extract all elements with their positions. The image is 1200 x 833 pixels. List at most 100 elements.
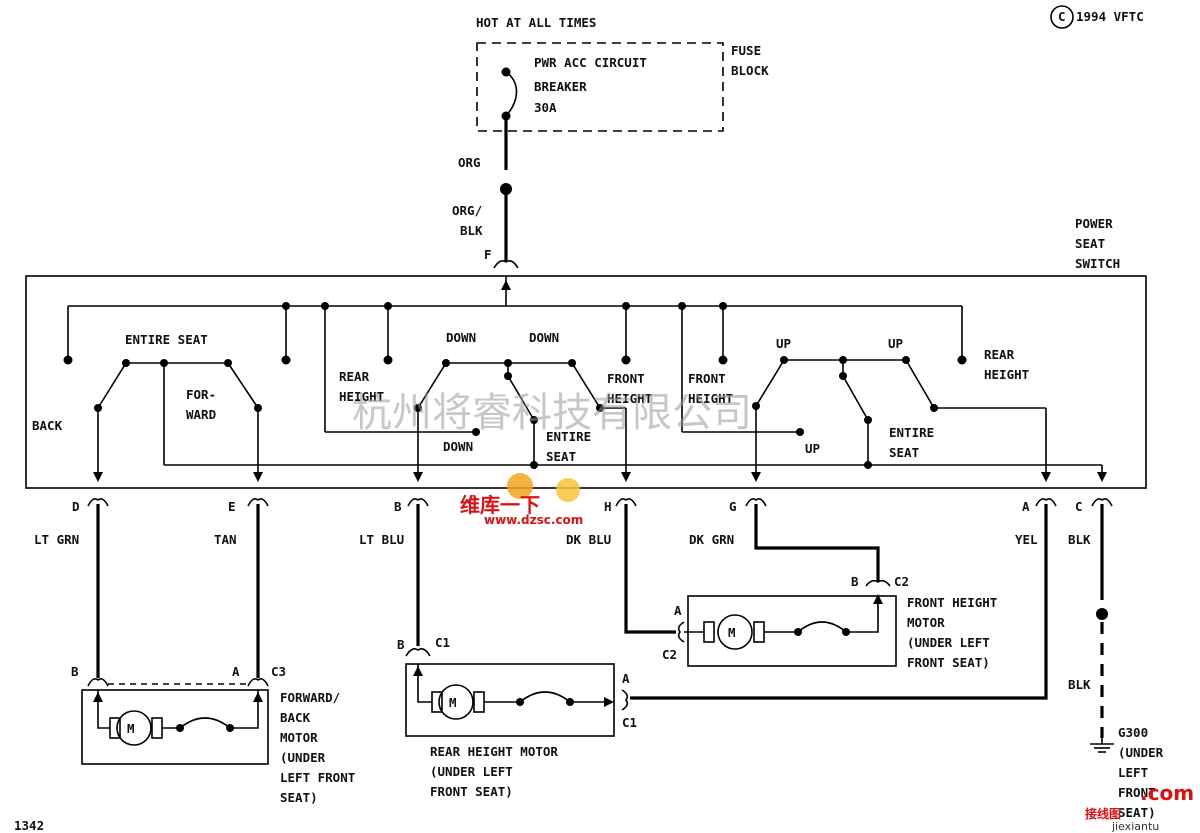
company-watermark: 杭州将睿科技有限公司 [352, 390, 752, 436]
dzsc-cn-label: 维库一下 [460, 493, 540, 517]
rear-motor-conn-c1-top: C1 [435, 635, 450, 650]
up-label-1: UP [776, 336, 791, 351]
wire-dk-grn [754, 504, 880, 582]
copyright-label: 1994 VFTC [1076, 9, 1144, 24]
forward-back-motor [81, 678, 269, 765]
fuse-block-outline [476, 42, 724, 132]
fb-motor-label-6: SEAT) [280, 790, 318, 805]
dzsc-url-label: www.dzsc.com [484, 513, 583, 527]
front-motor-label-3: (UNDER LEFT [907, 635, 990, 650]
rear-height-label-1: REAR [339, 369, 370, 384]
down-label-1: DOWN [446, 330, 476, 345]
front-motor-pin-a: A [674, 603, 682, 618]
pin-d-label: D [72, 499, 80, 514]
fb-motor-label-5: LEFT FRONT [280, 770, 355, 785]
fb-motor-label-2: BACK [280, 710, 311, 725]
ground-label-1: (UNDER [1118, 745, 1164, 760]
fb-motor-pin-a: A [232, 664, 240, 679]
front-height2-label-2: HEIGHT [688, 391, 733, 406]
bus-drops [63, 302, 967, 436]
pin-h-label: H [604, 499, 612, 514]
down-label-2: DOWN [529, 330, 559, 345]
wire-orgblk-label-1: ORG/ [452, 203, 482, 218]
jiexiantu-url-label: jiexiantu [1111, 820, 1159, 833]
fb-motor-label-1: FORWARD/ [280, 690, 340, 705]
rear-height-motor [405, 648, 629, 737]
rear-motor-label-1: REAR HEIGHT MOTOR [430, 744, 558, 759]
ground-label-4: SEAT) [1118, 805, 1156, 820]
switch-title-1: POWER [1075, 216, 1113, 231]
jiexiantu-dom-label: .com [1140, 781, 1194, 805]
front-motor-conn-c2-left: C2 [662, 647, 677, 662]
forward-label-1: FOR- [186, 387, 216, 402]
wire-yel [630, 504, 1048, 700]
breaker-label-2: BREAKER [534, 79, 587, 94]
switch-title-2: SEAT [1075, 236, 1105, 251]
pin-e-label: E [228, 499, 236, 514]
wire-dk-grn-label: DK GRN [689, 532, 734, 547]
rear-height2-label-1: REAR [984, 347, 1015, 362]
fuse-block-label-1: FUSE [731, 43, 761, 58]
entire-seat2-label-2: SEAT [889, 445, 919, 460]
front-height-up-switch [751, 356, 1051, 482]
front-height2-label-1: FRONT [688, 371, 726, 386]
front-motor-pin-b: B [851, 574, 859, 589]
fb-motor-conn-c3: C3 [271, 664, 286, 679]
pin-f-label: F [484, 247, 492, 262]
rear-motor-label-2: (UNDER LEFT [430, 764, 513, 779]
wire-blk2-label: BLK [1068, 677, 1091, 692]
up-label-3: UP [805, 441, 820, 456]
entire-label-1: ENTIRE [546, 429, 591, 444]
jiexiantu-watermark: 接线图 .com jiexiantu [1085, 781, 1194, 833]
wire-org-label: ORG [458, 155, 481, 170]
copyright-circle [1050, 5, 1074, 29]
splice-dot-blk [1096, 608, 1108, 620]
wire-yel-label: YEL [1015, 532, 1038, 547]
wire-lt-grn-label: LT GRN [34, 532, 79, 547]
up-label-2: UP [888, 336, 903, 351]
front-height-label-2: HEIGHT [607, 391, 652, 406]
power-seat-switch-outline [25, 275, 1147, 489]
front-height-motor [677, 579, 897, 667]
connector-f [493, 260, 519, 269]
copyright-mark: C [1058, 9, 1066, 24]
rear-motor-pin-a: A [622, 671, 630, 686]
wire-lt-blu-label: LT BLU [359, 532, 404, 547]
wire-dk-blu-label: DK BLU [566, 532, 611, 547]
rear-height-label-2: HEIGHT [339, 389, 384, 404]
rear-height-down-switch [413, 359, 631, 482]
switch-title-3: SWITCH [1075, 256, 1120, 271]
front-motor-label-4: FRONT SEAT) [907, 655, 990, 670]
wire-tan-label: TAN [214, 532, 237, 547]
fb-motor-m: M [127, 721, 135, 736]
figure-number: 1342 [14, 818, 44, 833]
front-motor-conn-c2-top: C2 [894, 574, 909, 589]
ground-label-2: LEFT [1118, 765, 1148, 780]
ground-symbol [1090, 738, 1114, 753]
forward-label-2: WARD [186, 407, 216, 422]
rear-motor-conn-c1-right: C1 [622, 715, 637, 730]
fb-motor-label-3: MOTOR [280, 730, 318, 745]
rear-motor-label-3: FRONT SEAT) [430, 784, 513, 799]
breaker-label-3: 30A [534, 100, 557, 115]
hot-at-all-times-label: HOT AT ALL TIMES [476, 15, 596, 30]
ground-name: G300 [1118, 725, 1148, 740]
front-motor-m: M [728, 625, 736, 640]
rear-height2-label-2: HEIGHT [984, 367, 1029, 382]
pin-a-label: A [1022, 499, 1030, 514]
back-label: BACK [32, 418, 63, 433]
wire-dk-blu [624, 504, 676, 634]
entire-label-2: SEAT [546, 449, 576, 464]
rear-motor-m: M [449, 695, 457, 710]
breaker-label-1: PWR ACC CIRCUIT [534, 55, 647, 70]
rear-motor-pin-b: B [397, 637, 405, 652]
jiexiantu-cn-label: 接线图 [1085, 806, 1121, 821]
pin-b-label: B [394, 499, 402, 514]
wire-blk-label: BLK [1068, 532, 1091, 547]
fb-motor-label-4: (UNDER [280, 750, 326, 765]
down-label-3: DOWN [443, 439, 473, 454]
ground-label-3: FRONT [1118, 785, 1156, 800]
dzsc-watermark: 维库一下 www.dzsc.com [460, 473, 583, 527]
pin-g-label: G [729, 499, 737, 514]
